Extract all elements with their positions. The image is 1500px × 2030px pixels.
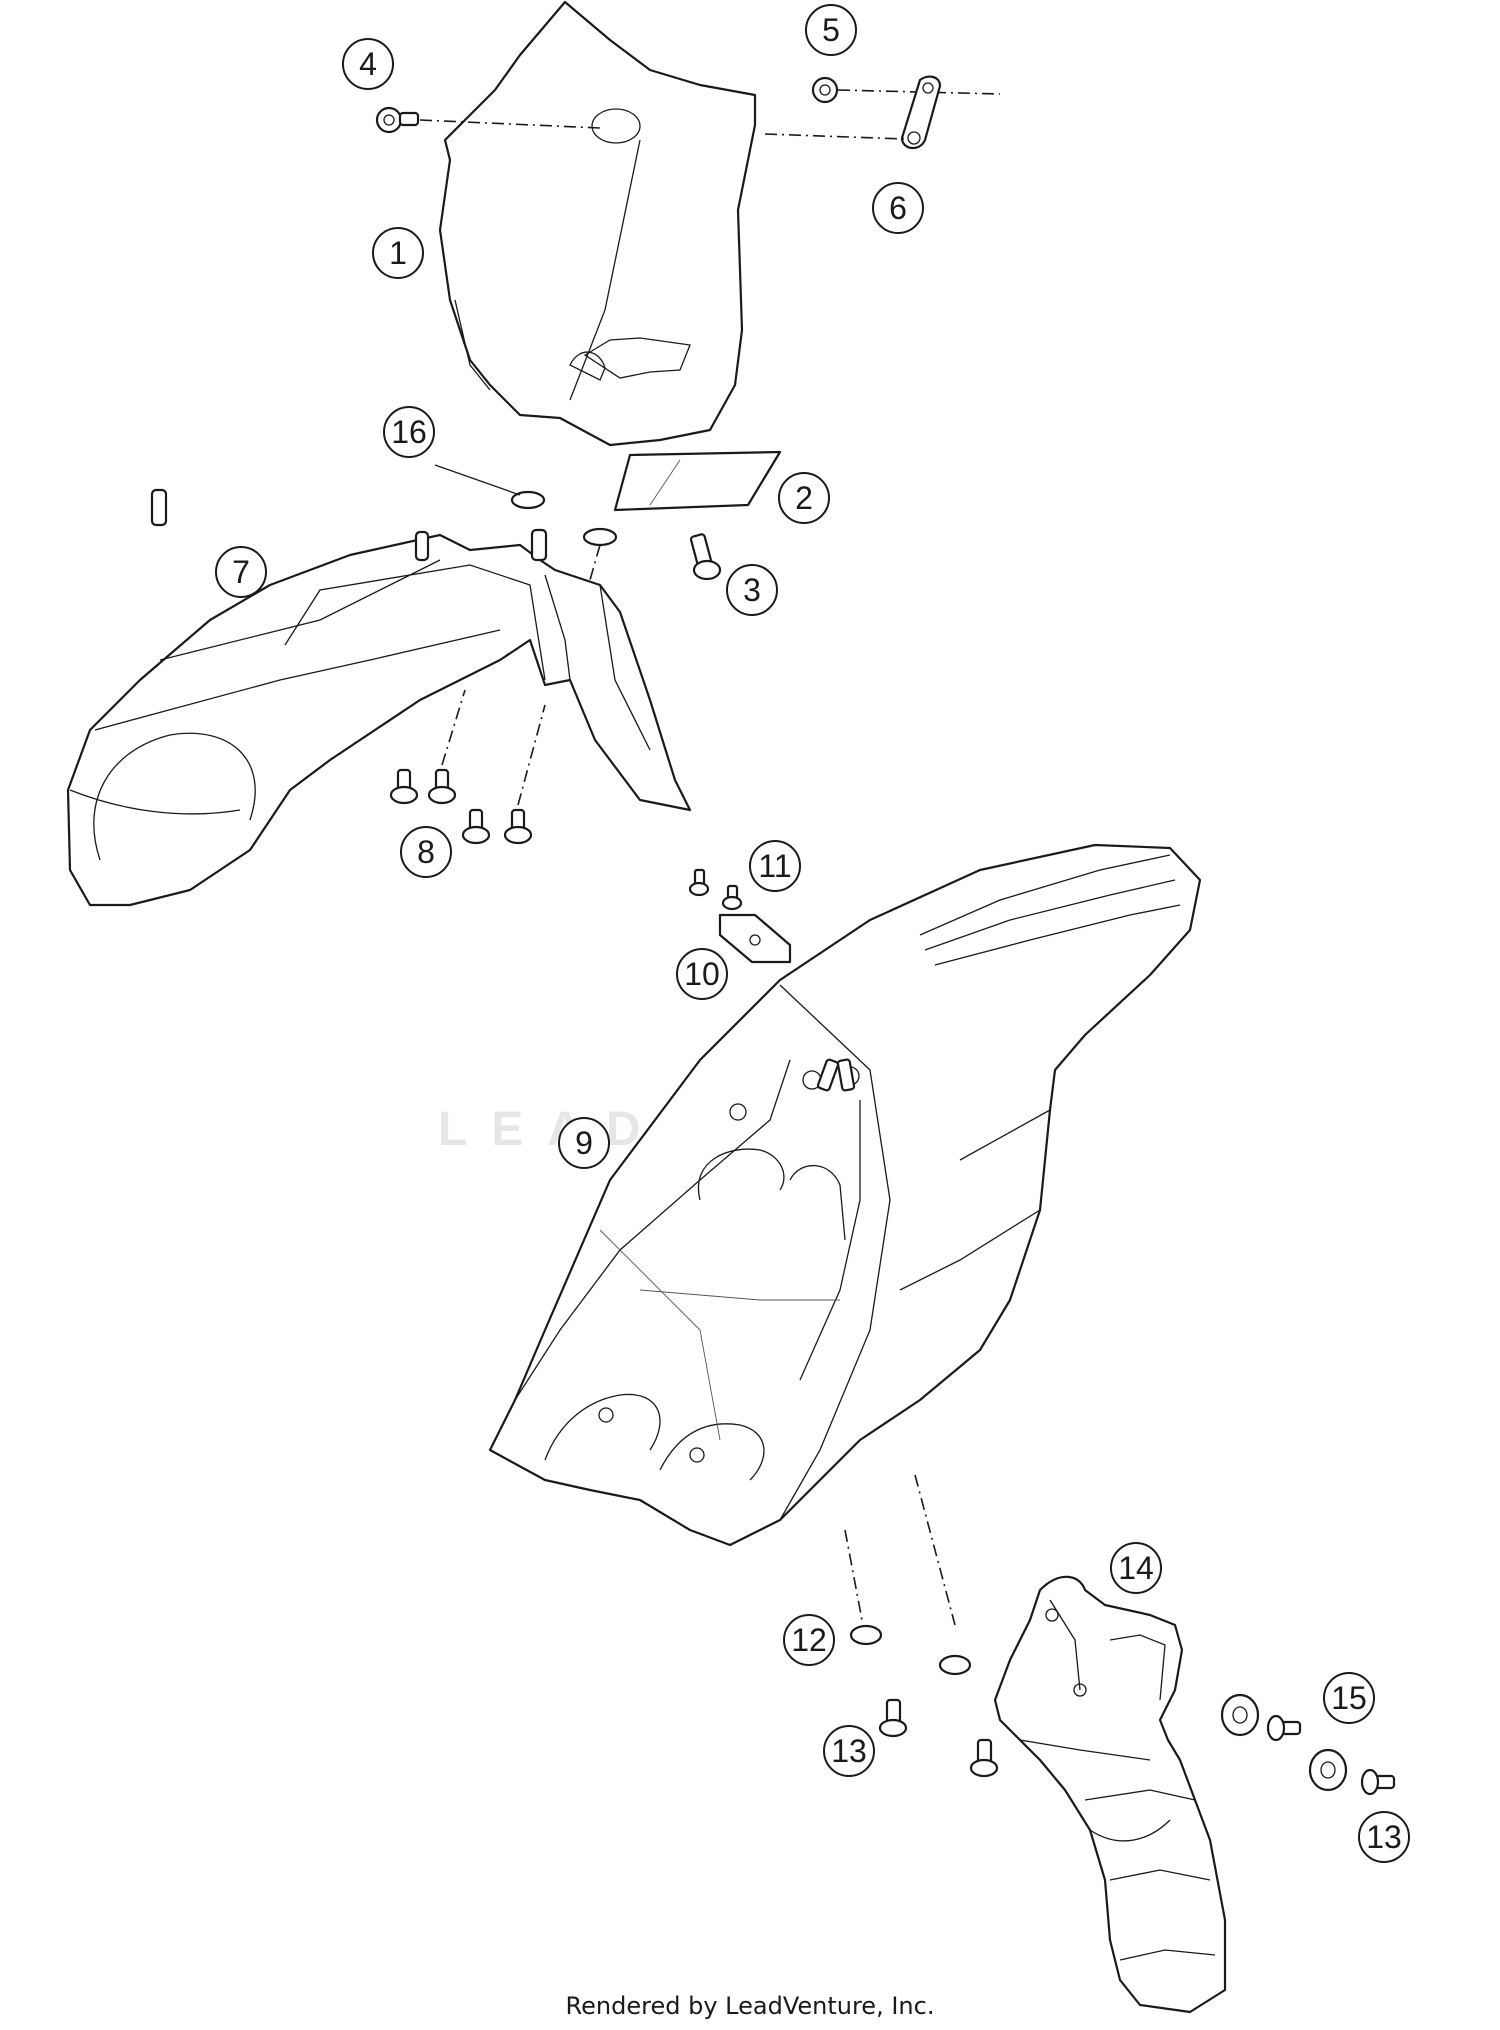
callout-label-5: 5 (822, 12, 840, 48)
grommet-15-b (1308, 1748, 1348, 1792)
leader-line-4 (419, 119, 601, 129)
callout-11[interactable]: 11 (749, 840, 801, 892)
nut-4 (375, 106, 420, 134)
screw-13-right (1360, 1768, 1396, 1796)
callout-label-12: 12 (791, 1622, 827, 1658)
nut-5 (811, 76, 839, 104)
callout-6[interactable]: 6 (872, 182, 924, 234)
callout-8[interactable]: 8 (400, 826, 452, 878)
side-cover-14 (993, 1575, 1227, 2014)
screw-3 (689, 533, 722, 581)
screws-8 (389, 768, 533, 845)
callout-label-16: 16 (391, 414, 427, 450)
callout-label-13-left: 13 (831, 1733, 867, 1769)
screw-13-left (878, 1698, 999, 1778)
callout-label-15: 15 (1331, 1680, 1367, 1716)
callout-15[interactable]: 15 (1323, 1672, 1375, 1724)
callout-label-9: 9 (575, 1125, 593, 1161)
callout-label-13-right: 13 (1366, 1819, 1402, 1855)
callout-4[interactable]: 4 (342, 38, 394, 90)
clip-10 (718, 913, 792, 964)
callout-label-2: 2 (795, 480, 813, 516)
callout-12[interactable]: 12 (783, 1614, 835, 1666)
callout-10[interactable]: 10 (676, 948, 728, 1000)
callout-1[interactable]: 1 (372, 227, 424, 279)
callout-16[interactable]: 16 (383, 406, 435, 458)
callout-label-7: 7 (232, 554, 250, 590)
rear-fender (488, 843, 1202, 1547)
callout-9[interactable]: 9 (558, 1117, 610, 1169)
callout-label-3: 3 (743, 572, 761, 608)
callout-label-11: 11 (758, 848, 791, 884)
washer-12 (849, 1624, 972, 1676)
callout-5[interactable]: 5 (805, 4, 857, 56)
number-plate (438, 0, 757, 447)
callout-label-10: 10 (684, 956, 720, 992)
grommet-15-a (1220, 1693, 1260, 1737)
bracket-6 (900, 75, 942, 150)
callout-3[interactable]: 3 (726, 564, 778, 616)
screw-mid-15 (1266, 1714, 1302, 1742)
callout-13-right[interactable]: 13 (1358, 1811, 1410, 1863)
callout-label-14: 14 (1118, 1550, 1154, 1586)
callout-7[interactable]: 7 (215, 546, 267, 598)
callout-label-4: 4 (359, 46, 377, 82)
sticker (613, 450, 782, 512)
front-fender (66, 488, 692, 907)
callout-label-1: 1 (389, 235, 407, 271)
callout-label-8: 8 (417, 834, 435, 870)
callout-label-6: 6 (889, 190, 907, 226)
callout-2[interactable]: 2 (778, 472, 830, 524)
callout-13-left[interactable]: 13 (823, 1725, 875, 1777)
footer-credit: Rendered by LeadVenture, Inc. (565, 1992, 935, 2020)
callout-14[interactable]: 14 (1110, 1542, 1162, 1594)
screws-11 (688, 868, 743, 911)
washers-16 (510, 490, 618, 547)
